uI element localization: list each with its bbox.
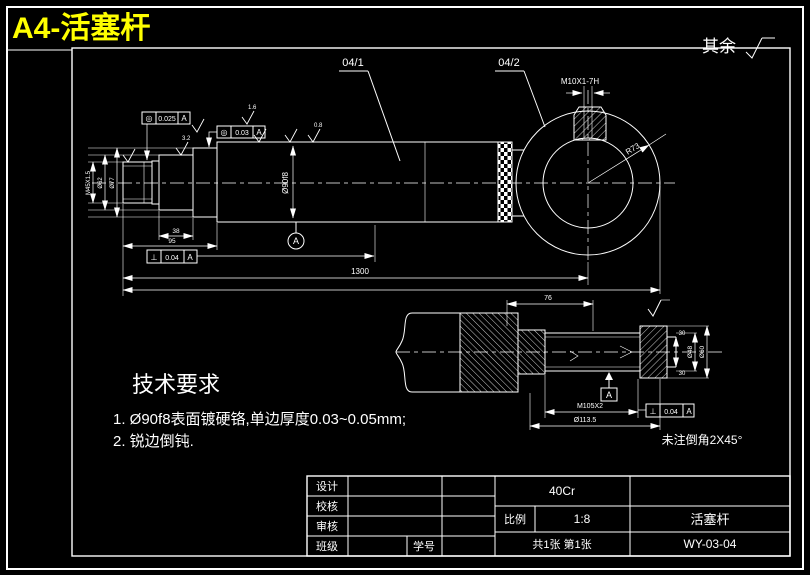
main-view: A (92, 141, 675, 250)
titleblock-part-name: 活塞杆 (690, 512, 729, 527)
titleblock-studentid-label: 学号 (413, 539, 435, 553)
fcf2-value: 0.03 (235, 130, 249, 137)
chamfer-note: 未注倒角2X45° (662, 432, 743, 447)
surface-note-label: 其余 (702, 37, 736, 56)
detail-section-view: A (395, 299, 724, 402)
roughness-value: 3.2 (182, 136, 191, 142)
grease-boss (573, 106, 607, 141)
titleblock-design-label: 设计 (316, 480, 338, 493)
dim-end-thread: M45X1.5 (86, 170, 92, 195)
datum-a-label: A (293, 236, 299, 246)
fcf1-symbol: ◎ (146, 114, 153, 123)
tech-req-item-2: 2. 锐边倒钝. (113, 433, 194, 450)
roughness-symbols: 3.2 1.6 0.8 (122, 105, 323, 163)
dim-rod-diameter: Ø90f8 (281, 172, 290, 194)
titleblock-review-label: 审核 (316, 519, 338, 533)
dim-head-length: 76 (544, 295, 552, 302)
fcf4-datum: A (686, 407, 692, 416)
roughness-value: 0.8 (314, 123, 323, 129)
roughness-icon (191, 118, 205, 133)
roughness-icon (253, 128, 267, 143)
dim-nut-diameter: Ø60 (699, 345, 706, 358)
fcf3-value: 0.04 (165, 255, 179, 262)
fcf4-symbol: ⊥ (650, 407, 657, 416)
dim-len2: 95 (168, 238, 176, 245)
ring-radius-label: R73 (624, 141, 642, 157)
piston-head-section (459, 312, 546, 393)
titleblock-material: 40Cr (549, 484, 575, 498)
dim-gap2: 30 (679, 371, 686, 377)
roughness-value: 1.6 (248, 105, 257, 111)
roughness-icon (284, 128, 298, 143)
fcf2-symbol: ◎ (221, 128, 228, 137)
roughness-icon (175, 141, 189, 156)
fcf3-datum: A (187, 253, 193, 262)
dim-thread: M105X2 (577, 403, 603, 410)
fcf1-value: 0.025 (158, 116, 176, 123)
titleblock-drawing-no: WY-03-04 (684, 537, 737, 551)
dim-gap1: 30 (679, 331, 686, 337)
titleblock-sheet-info: 共1张 第1张 (532, 537, 591, 551)
roughness-icon (647, 299, 662, 317)
datum-a-label: A (606, 390, 612, 400)
tech-req-item-1: 1. Ø90f8表面镀硬铬,单边厚度0.03~0.05mm; (113, 411, 406, 428)
datum-a-detail: A (600, 372, 618, 402)
fcf-perpendicularity-1: ⊥ 0.04 A (146, 225, 376, 264)
roughness-icon (241, 110, 255, 125)
dim-head-diameter: Ø113.5 (574, 417, 597, 424)
nut-section (639, 325, 668, 379)
titleblock-class-label: 班级 (316, 540, 338, 553)
titleblock-check-label: 校核 (316, 499, 338, 513)
title-block: 设计 校核 审核 班级 学号 40Cr 比例 1:8 活塞杆 共1张 第1张 W… (306, 475, 791, 557)
callout-04-1: 04/1 (342, 57, 363, 69)
dim-overall-length: 1300 (351, 267, 369, 276)
fcf3-symbol: ⊥ (151, 253, 158, 262)
technical-requirements: 技术要求 1. Ø90f8表面镀硬铬,单边厚度0.03~0.05mm; 2. 锐… (113, 372, 406, 450)
part-callouts: 04/1 04/2 (339, 57, 546, 162)
dim-len1: 38 (172, 228, 180, 235)
fcf2-datum: A (256, 128, 262, 137)
main-dimensions: M45X1.5 Ø62 Ø77 Ø90f8 38 95 1300 (86, 145, 661, 296)
fcf1-datum: A (181, 114, 187, 123)
callout-04-2: 04/2 (498, 57, 519, 69)
roughness-icon (745, 37, 763, 59)
ring-eye: M10X1-7H R73 (515, 77, 667, 262)
fcf-perpendicularity-2: ⊥ 0.04 A (638, 403, 695, 418)
tech-req-heading: 技术要求 (132, 372, 220, 397)
fcf-concentricity-1: ◎ 0.025 A (141, 111, 191, 161)
roughness-icon (122, 148, 136, 163)
titleblock-scale-value: 1:8 (574, 512, 591, 526)
dim-step1: Ø62 (98, 177, 104, 189)
roughness-icon (307, 128, 321, 143)
dim-stem-diameter: Ø48 (687, 345, 694, 358)
detail-dimensions: 76 M105X2 Ø113.5 30 30 Ø48 Ø60 ⊥ 0.04 A (506, 295, 710, 430)
fcf4-value: 0.04 (664, 409, 678, 416)
seal-band (497, 141, 513, 223)
fcf-concentricity-2: ◎ 0.03 A (206, 125, 266, 148)
surface-finish-note: 其余 (702, 37, 775, 59)
dim-step2: Ø77 (110, 177, 116, 189)
titleblock-scale-label: 比例 (504, 512, 526, 526)
page-title: A4-活塞杆 (12, 11, 150, 45)
sheet-border (6, 6, 804, 570)
boss-thread-label: M10X1-7H (561, 77, 599, 86)
datum-a-main: A (287, 222, 305, 250)
